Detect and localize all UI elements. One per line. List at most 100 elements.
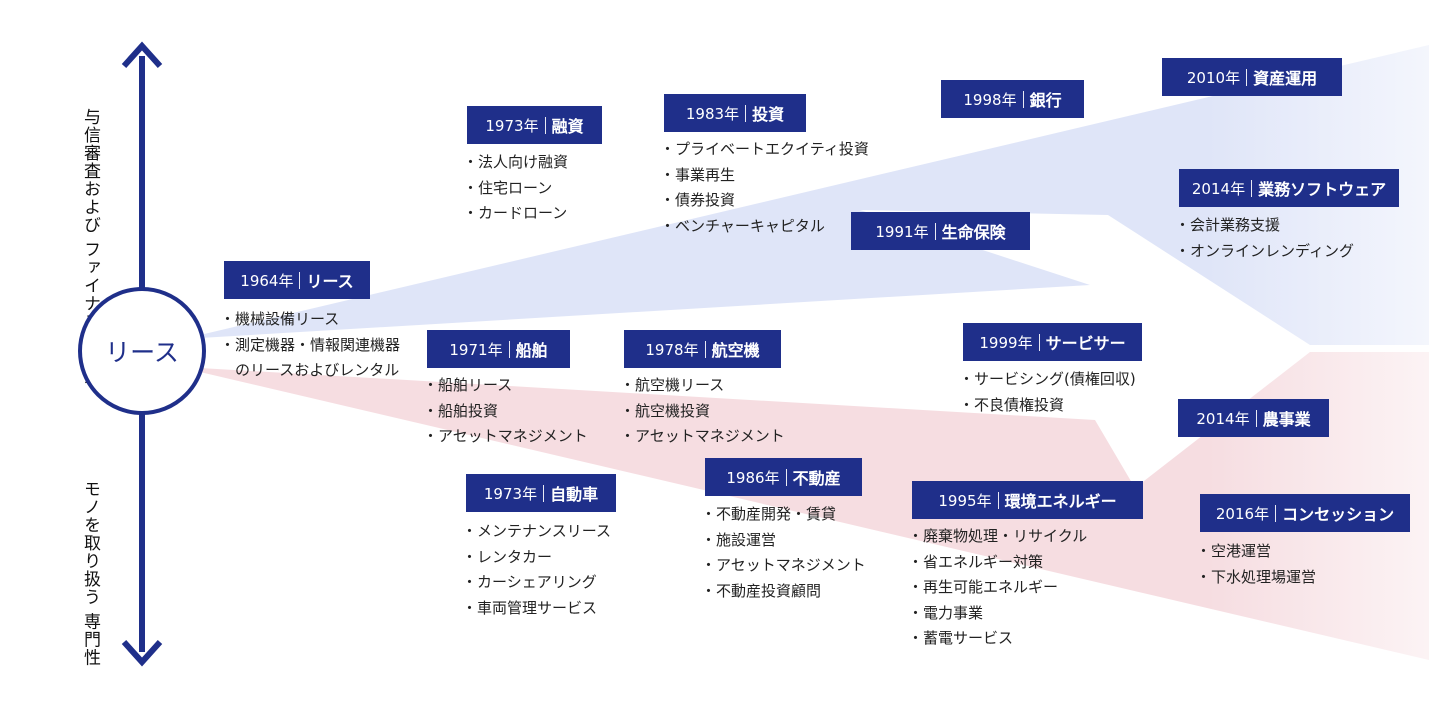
node-name: 不動産 [792, 469, 841, 488]
node-name: コンセッション [1282, 505, 1395, 524]
list-item: 不動産開発・賃貸 [701, 502, 866, 528]
node-name: 生命保険 [941, 223, 1006, 242]
node-year: 1999年 [979, 333, 1033, 352]
node-items: 廃棄物処理・リサイクル 省エネルギー対策 再生可能エネルギー 電力事業 蓄電サー… [908, 524, 1087, 652]
center-lease-label: リース [105, 338, 179, 367]
node-name: サービサー [1045, 334, 1126, 353]
center-lease-circle: リース [78, 287, 206, 415]
node-name: 環境エネルギー [1004, 492, 1117, 511]
node-items: 航空機リース 航空機投資 アセットマネジメント [620, 373, 785, 450]
node-label: 2016年コンセッション [1200, 494, 1410, 532]
list-item: オンラインレンディング [1175, 239, 1354, 265]
separator-bar [997, 491, 999, 509]
node-year: 1991年 [875, 222, 929, 241]
node-name: 銀行 [1029, 91, 1062, 110]
up-arrowhead [121, 41, 163, 69]
node-items: サービシング(債権回収) 不良債権投資 [959, 367, 1136, 418]
node-items: 不動産開発・賃貸 施設運営 アセットマネジメント 不動産投資顧問 [701, 502, 866, 604]
separator-bar [508, 340, 510, 358]
separator-bar [1255, 409, 1257, 427]
list-item: 蓄電サービス [908, 626, 1087, 652]
list-item: 航空機リース [620, 373, 785, 399]
list-item: 省エネルギー対策 [908, 550, 1087, 576]
list-item: 債券投資 [660, 188, 869, 214]
node-label: 1999年サービサー [963, 323, 1142, 361]
list-item: レンタカー [462, 545, 611, 571]
list-item: カーシェアリング [462, 570, 611, 596]
node-year: 2014年 [1196, 409, 1250, 428]
list-item: プライベートエクイティ投資 [660, 137, 869, 163]
node-year: 2014年 [1191, 179, 1246, 198]
list-item: 会計業務支援 [1175, 213, 1354, 239]
separator-bar [785, 468, 787, 486]
node-year: 1986年 [726, 468, 780, 487]
node-label: 1986年不動産 [705, 458, 862, 496]
list-item: 航空機投資 [620, 399, 785, 425]
down-arrowhead [121, 639, 163, 667]
separator-bar [1246, 68, 1248, 86]
list-item: サービシング(債権回収) [959, 367, 1136, 393]
node-name: 資産運用 [1253, 69, 1318, 88]
node-items: プライベートエクイティ投資 事業再生 債券投資 ベンチャーキャピタル [660, 137, 869, 239]
node-label: 1973年融資 [467, 106, 602, 144]
top-axis-label-line1: 与信審査および [80, 108, 100, 234]
list-item: のリースおよびレンタル [220, 358, 400, 384]
node-label: 2014年業務ソフトウェア [1179, 169, 1399, 207]
separator-bar [1022, 90, 1024, 108]
list-item: 車両管理サービス [462, 596, 611, 622]
list-item: 空港運営 [1196, 539, 1316, 565]
node-label: 1978年航空機 [624, 330, 781, 368]
node-name: 融資 [551, 117, 584, 136]
node-label: 1998年銀行 [941, 80, 1084, 118]
node-items: 会計業務支援 オンラインレンディング [1175, 213, 1354, 264]
node-year: 2016年 [1215, 504, 1270, 523]
node-name: 自動車 [550, 485, 599, 504]
separator-bar [745, 104, 747, 122]
node-items: 空港運営 下水処理場運営 [1196, 539, 1316, 590]
list-item: 住宅ローン [463, 176, 568, 202]
node-items: 船舶リース 船舶投資 アセットマネジメント [423, 373, 588, 450]
node-label: 2010年資産運用 [1162, 58, 1342, 96]
node-name: リース [306, 272, 354, 291]
node-year: 1973年 [485, 116, 539, 135]
node-year: 1998年 [963, 90, 1017, 109]
list-item: ベンチャーキャピタル [660, 214, 869, 240]
separator-bar [934, 222, 936, 240]
node-year: 1971年 [449, 340, 503, 359]
list-item: アセットマネジメント [620, 424, 785, 450]
separator-bar [704, 340, 706, 358]
list-item: 船舶投資 [423, 399, 588, 425]
node-year: 1983年 [685, 104, 740, 123]
node-label: 1991年生命保険 [851, 212, 1030, 250]
list-item: 廃棄物処理・リサイクル [908, 524, 1087, 550]
node-year: 1995年 [938, 491, 992, 510]
node-label: 1983年投資 [664, 94, 806, 132]
separator-bar [1038, 333, 1040, 351]
node-name: 業務ソフトウェア [1258, 180, 1387, 199]
list-item: 不良債権投資 [959, 393, 1136, 419]
node-name: 投資 [752, 105, 785, 124]
node-label: 1964年リース [224, 261, 370, 299]
node-label: 1973年自動車 [466, 474, 616, 512]
list-item: アセットマネジメント [423, 424, 588, 450]
list-item: 施設運営 [701, 528, 866, 554]
node-label: 2014年農事業 [1178, 399, 1329, 437]
node-name: 船舶 [515, 341, 548, 360]
bottom-axis-label: モノを取り扱う 専門性 [80, 480, 100, 666]
separator-bar [299, 271, 301, 289]
list-item: 下水処理場運営 [1196, 565, 1316, 591]
node-name: 航空機 [711, 341, 760, 360]
list-item-continuation: のリースおよびレンタル [235, 361, 400, 379]
node-label: 1995年環境エネルギー [912, 481, 1143, 519]
separator-bar [1275, 504, 1277, 522]
list-item: アセットマネジメント [701, 553, 866, 579]
node-items: メンテナンスリース レンタカー カーシェアリング 車両管理サービス [462, 519, 611, 621]
list-item: メンテナンスリース [462, 519, 611, 545]
bottom-axis-label-line1: モノを取り扱う [80, 480, 100, 606]
list-item: カードローン [463, 201, 568, 227]
list-item: 事業再生 [660, 163, 869, 189]
node-label: 1971年船舶 [427, 330, 570, 368]
separator-bar [543, 484, 545, 502]
separator-bar [544, 116, 546, 134]
node-year: 2010年 [1186, 68, 1241, 87]
